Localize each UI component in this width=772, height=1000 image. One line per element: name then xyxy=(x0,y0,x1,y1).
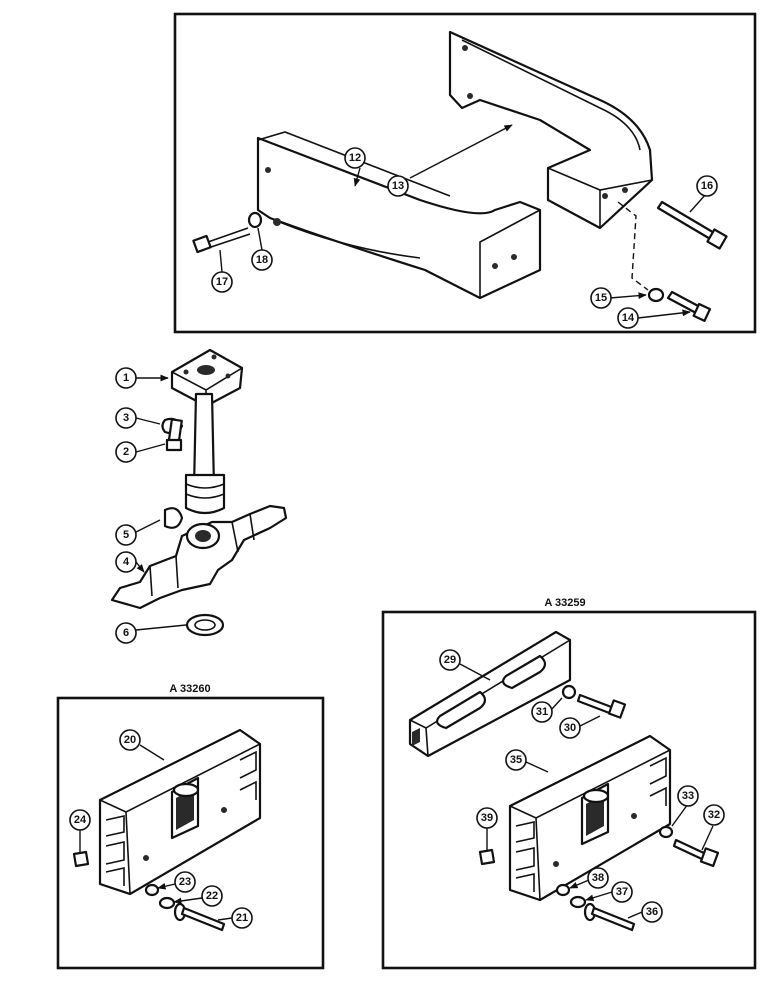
callout-21-text: 21 xyxy=(236,912,248,924)
callout-32-text: 32 xyxy=(708,809,720,821)
callout-15-text: 15 xyxy=(595,292,607,304)
bolt-part-17 xyxy=(192,227,251,254)
washer-part-31 xyxy=(561,684,577,700)
bracket-part-13 xyxy=(448,30,654,230)
callout-35: 35 xyxy=(505,749,527,771)
bolt-part-36 xyxy=(583,902,636,932)
callout-13-text: 13 xyxy=(392,180,404,192)
callout-16: 16 xyxy=(696,175,718,197)
right-panel-frame xyxy=(381,610,757,970)
spindle-part-1 xyxy=(170,348,244,515)
callout-3-text: 3 xyxy=(123,412,129,424)
callout-33: 33 xyxy=(677,785,699,807)
washer-part-23 xyxy=(144,883,160,897)
callout-36: 36 xyxy=(641,901,663,923)
callout-31-text: 31 xyxy=(536,706,548,718)
callout-14: 14 xyxy=(617,307,639,329)
callout-15: 15 xyxy=(590,287,612,309)
callout-12: 12 xyxy=(344,147,366,169)
top-panel-frame xyxy=(173,12,757,334)
callout-1-text: 1 xyxy=(123,372,129,384)
callout-4-text: 4 xyxy=(123,556,130,568)
callout-29: 29 xyxy=(439,649,461,671)
washer-part-15 xyxy=(647,287,665,303)
bolt-part-21 xyxy=(173,902,226,932)
callout-6: 6 xyxy=(115,622,137,644)
weight-plate-part-35 xyxy=(508,734,672,902)
washer-part-38 xyxy=(555,883,571,897)
callout-37: 37 xyxy=(611,881,633,903)
nut-part-39 xyxy=(478,848,496,866)
callout-5-text: 5 xyxy=(123,529,129,541)
bolt-part-2 xyxy=(165,418,183,452)
callout-37-text: 37 xyxy=(616,886,628,898)
callout-38-text: 38 xyxy=(592,872,604,884)
callout-6-text: 6 xyxy=(123,627,129,639)
weight-plate-part-20 xyxy=(98,728,262,896)
callout-22-text: 22 xyxy=(206,890,218,902)
callout-12-text: 12 xyxy=(349,152,361,164)
callout-17-text: 17 xyxy=(216,276,228,288)
callout-33-text: 33 xyxy=(682,790,694,802)
figure-label-a33260: A 33260 xyxy=(169,683,210,695)
callout-39: 39 xyxy=(476,807,498,829)
callout-1: 1 xyxy=(115,367,137,389)
nut-part-24 xyxy=(72,850,90,868)
key-part-5 xyxy=(163,507,184,529)
callout-20: 20 xyxy=(119,729,141,751)
washer-part-33 xyxy=(658,825,674,839)
callout-14-text: 14 xyxy=(622,312,635,324)
washer-part-37 xyxy=(569,895,587,909)
thrust-bearing-part-6 xyxy=(185,613,225,637)
callout-4: 4 xyxy=(115,551,137,573)
callout-30: 30 xyxy=(559,717,581,739)
callout-13: 13 xyxy=(387,175,409,197)
callout-24-text: 24 xyxy=(74,814,87,826)
washer-part-22 xyxy=(158,896,176,910)
callout-23: 23 xyxy=(174,871,196,893)
callout-29-text: 29 xyxy=(444,654,456,666)
callout-21: 21 xyxy=(231,907,253,929)
bolt-part-30 xyxy=(576,693,627,719)
left-panel-frame xyxy=(56,696,325,970)
callout-5: 5 xyxy=(115,524,137,546)
callout-35-text: 35 xyxy=(510,754,522,766)
callout-20-text: 20 xyxy=(124,734,136,746)
callout-22: 22 xyxy=(201,885,223,907)
callout-30-text: 30 xyxy=(564,722,576,734)
callout-39-text: 39 xyxy=(481,812,493,824)
axle-knuckle-part-4 xyxy=(110,504,288,610)
bracket-part-12 xyxy=(256,131,542,300)
callout-23-text: 23 xyxy=(179,876,191,888)
callout-18: 18 xyxy=(251,249,273,271)
washer-part-18 xyxy=(247,211,263,229)
callout-24: 24 xyxy=(69,809,91,831)
figure-label-a33259: A 33259 xyxy=(544,597,585,609)
callout-38: 38 xyxy=(587,867,609,889)
callout-18-text: 18 xyxy=(256,254,268,266)
weight-bar-part-29 xyxy=(408,630,572,758)
bolt-part-16 xyxy=(656,200,728,250)
callout-17: 17 xyxy=(211,271,233,293)
bolt-part-14 xyxy=(666,290,712,322)
assembly-path xyxy=(617,201,649,291)
callout-31: 31 xyxy=(531,701,553,723)
bolt-part-32 xyxy=(672,838,720,868)
callout-3: 3 xyxy=(115,407,137,429)
callout-2: 2 xyxy=(115,441,137,463)
callout-32: 32 xyxy=(703,804,725,826)
callout-16-text: 16 xyxy=(701,180,713,192)
callout-36-text: 36 xyxy=(646,906,658,918)
callout-2-text: 2 xyxy=(123,446,129,458)
